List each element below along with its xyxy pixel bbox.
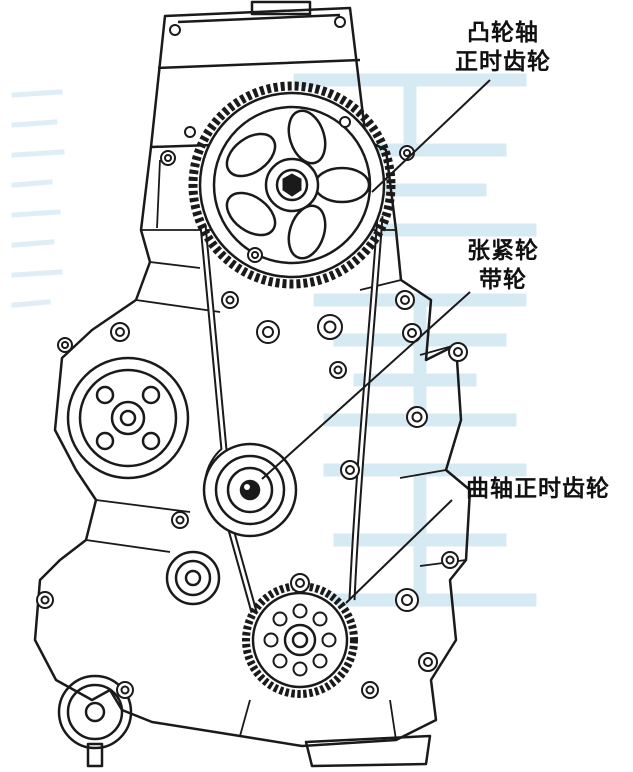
label-camshaft-timing-gear: 凸轮轴 正时齿轮 xyxy=(438,18,568,76)
leader-tensioner xyxy=(261,291,471,480)
label-camshaft-line1: 凸轮轴 xyxy=(467,19,539,45)
idler-pulley xyxy=(165,550,221,606)
label-camshaft-line2: 正时齿轮 xyxy=(455,47,551,74)
leader-crankshaft xyxy=(345,499,453,604)
label-crankshaft-timing-gear: 曲轴正时齿轮 xyxy=(448,474,628,503)
camshaft-hub-bolt xyxy=(282,173,302,197)
crankshaft-timing-gear xyxy=(242,582,358,698)
label-crankshaft-line1: 曲轴正时齿轮 xyxy=(466,475,610,501)
camshaft-gear-teeth xyxy=(188,81,396,289)
label-tensioner-line1: 张紧轮 xyxy=(467,237,539,263)
tensioner-pulley xyxy=(202,442,298,538)
label-tensioner-line2: 带轮 xyxy=(479,265,527,292)
bolt-heads xyxy=(36,16,468,699)
leader-camshaft xyxy=(371,79,491,193)
oil-pan xyxy=(304,734,432,768)
label-tensioner-pulley: 张紧轮 带轮 xyxy=(438,236,568,294)
valve-cover-tab xyxy=(250,0,312,16)
water-pump-pulley xyxy=(66,356,190,480)
watermark xyxy=(11,73,537,607)
leader-lines xyxy=(261,79,491,604)
lower-left-pulley xyxy=(57,674,133,768)
camshaft-timing-gear xyxy=(188,81,396,289)
